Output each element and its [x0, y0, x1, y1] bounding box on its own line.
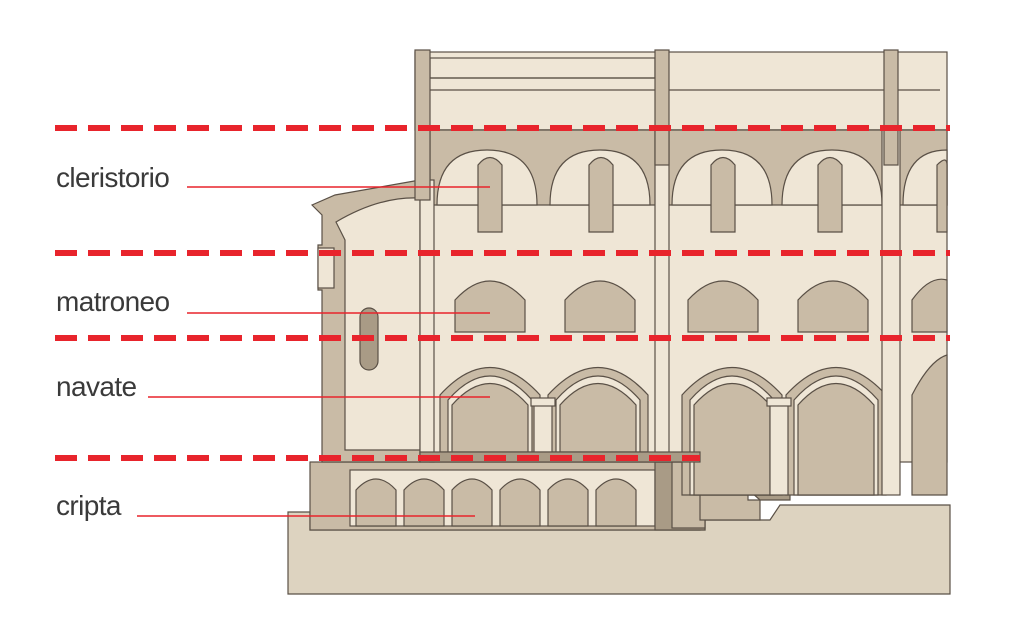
- level-dividers: [55, 125, 950, 461]
- side-aisle-section: [310, 179, 421, 463]
- label-clerestory: cleristorio: [56, 162, 170, 193]
- crypt-level: [309, 461, 706, 531]
- label-crypt: cripta: [56, 490, 121, 521]
- nave-wall: [414, 49, 948, 496]
- leader-lines: [137, 186, 490, 517]
- label-naves: navate: [56, 371, 137, 402]
- label-gallery: matroneo: [56, 286, 170, 317]
